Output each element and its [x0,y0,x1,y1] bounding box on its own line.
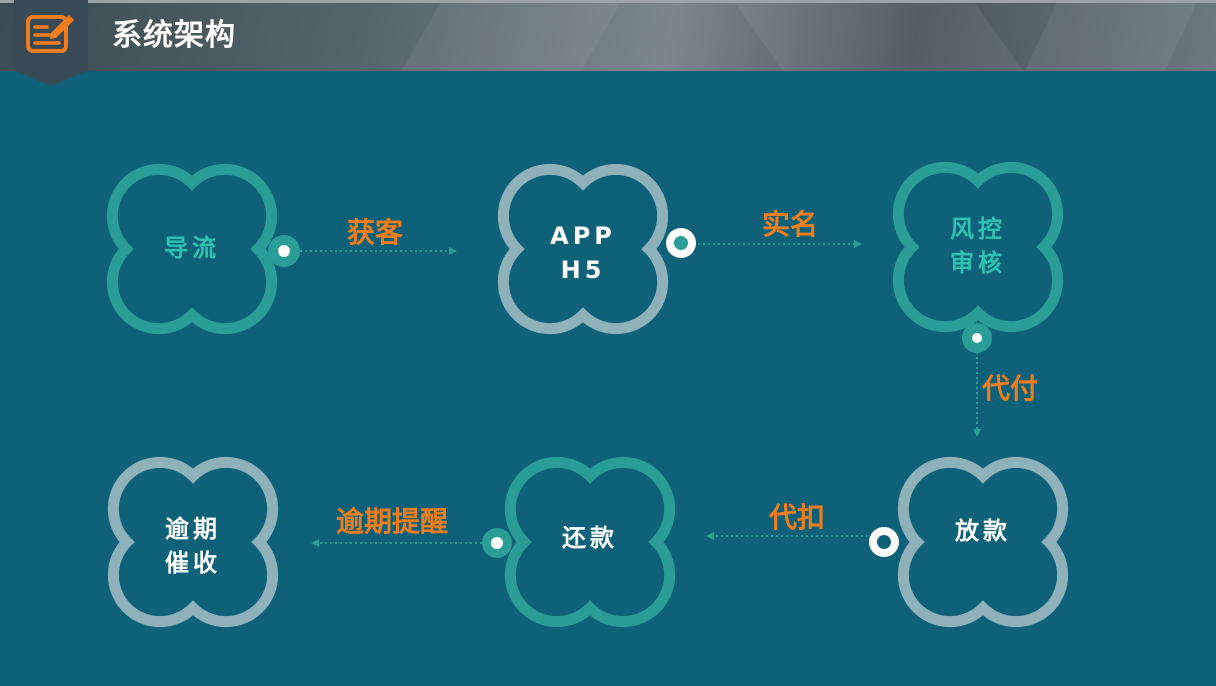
node-fangkuan: 放款 [903,462,1062,621]
node-label-line2: 审核 [950,249,1006,277]
node-label-line2: H5 [561,256,606,284]
node-label: 放款 [954,517,1011,545]
header-facet [735,3,1025,71]
header-badge [14,0,88,86]
edge-label-shiming: 实名 [762,208,818,241]
node-label-line1: 风控 [950,215,1006,243]
node-app: APP H5 [503,169,662,328]
edge-label-yuqi-tixing: 逾期提醒 [336,505,448,538]
flow-diagram: 导流 APP H5 风控 审核 放款 还款 逾期 催收 [0,71,1216,686]
edge-label-huoke: 获客 [347,216,404,249]
node-huankuan: 还款 [510,462,669,621]
connector-dot [962,323,992,353]
node-yuqi: 逾期 催收 [113,462,272,621]
page-title: 系统架构 [112,18,236,53]
connector-dot [268,235,300,267]
node-label-line1: 逾期 [165,515,221,543]
edge-label-daifu: 代付 [981,372,1038,405]
node-daoliu: 导流 [112,169,271,328]
edge-label-daikou: 代扣 [768,501,825,534]
header-facet [399,3,621,71]
header-bar [0,0,1216,71]
node-label: 导流 [164,234,220,262]
node-label: 还款 [562,524,618,552]
node-fengkong: 风控 审核 [898,167,1057,326]
connector-dot [869,527,899,557]
connector-dot [666,228,696,258]
node-shape [898,167,1057,326]
node-label-line2: 催收 [165,549,221,577]
connector-dot [482,528,512,558]
node-label-line1: APP [550,222,616,250]
header-facet [1023,3,1197,71]
edit-document-icon [26,15,74,53]
